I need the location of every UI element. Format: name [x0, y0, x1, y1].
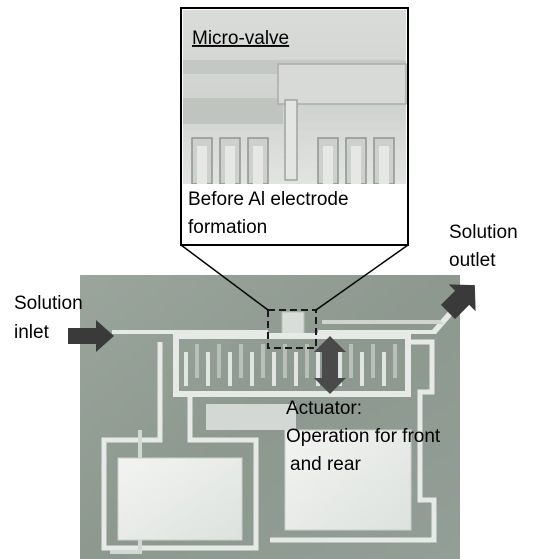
comb-finger: [294, 352, 298, 386]
upper-trace: [322, 320, 444, 324]
inset-caption-area: [183, 184, 406, 243]
comb-finger: [393, 344, 397, 378]
callout-line-right: [315, 244, 409, 311]
actuator-frame: [173, 333, 411, 397]
electrode-pad-right: [284, 429, 412, 531]
comb-finger: [382, 352, 386, 386]
outlet-label-line1: Solution: [449, 222, 518, 243]
comb-finger: [349, 344, 353, 378]
inset-caption-line1: Before Al electrode: [188, 189, 349, 210]
comb-finger: [305, 344, 309, 378]
chip-photo: [80, 275, 462, 559]
right-arrow-icon: [68, 320, 114, 352]
comb-finger: [239, 344, 243, 378]
up-down-arrow-icon: [314, 336, 346, 394]
outlet-channel: [318, 300, 462, 334]
comb-finger: [217, 344, 221, 378]
comb-finger: [338, 352, 342, 386]
inset-panel: [180, 7, 409, 246]
comb-finger: [261, 344, 265, 378]
inlet-label-line2: inlet: [14, 322, 50, 343]
comb-finger: [228, 352, 232, 386]
callout-line-left: [180, 244, 269, 311]
actuator-label-line2: Operation for front: [286, 426, 441, 447]
electrode-wire-right: [270, 339, 437, 543]
inset-comb-slot: [225, 146, 235, 184]
inset-valve-stem: [284, 99, 298, 181]
electrode-pad-left: [117, 457, 243, 541]
comb-finger: [360, 352, 364, 386]
comb-finger: [184, 352, 188, 386]
inset-comb-slot: [379, 146, 389, 184]
comb-finger: [195, 344, 199, 378]
inset-comb-slot: [351, 146, 361, 184]
electrode-bridge: [206, 404, 296, 430]
inset-title: Micro-valve: [192, 28, 289, 49]
inset-comb-fingers: [191, 137, 395, 185]
inset-caption-line2: formation: [188, 217, 267, 238]
inset-comb-slot: [197, 146, 207, 184]
inset-valve-gate: [277, 63, 407, 105]
comb-finger: [272, 352, 276, 386]
inset-comb-slot: [253, 146, 263, 184]
inlet-label-line1: Solution: [14, 293, 83, 314]
comb-finger: [250, 352, 254, 386]
valve-highlight-box: [267, 309, 317, 349]
inset-comb-slot: [323, 146, 333, 184]
up-right-arrow-icon: [440, 284, 476, 320]
comb-finger: [316, 352, 320, 386]
actuator-label-line1: Actuator:: [286, 398, 362, 419]
comb-finger: [206, 352, 210, 386]
outlet-label-line2: outlet: [449, 250, 496, 271]
actuator-label-line3: and rear: [290, 454, 361, 475]
comb-finger: [371, 344, 375, 378]
comb-finger: [283, 344, 287, 378]
inset-left-plate: [183, 98, 283, 124]
